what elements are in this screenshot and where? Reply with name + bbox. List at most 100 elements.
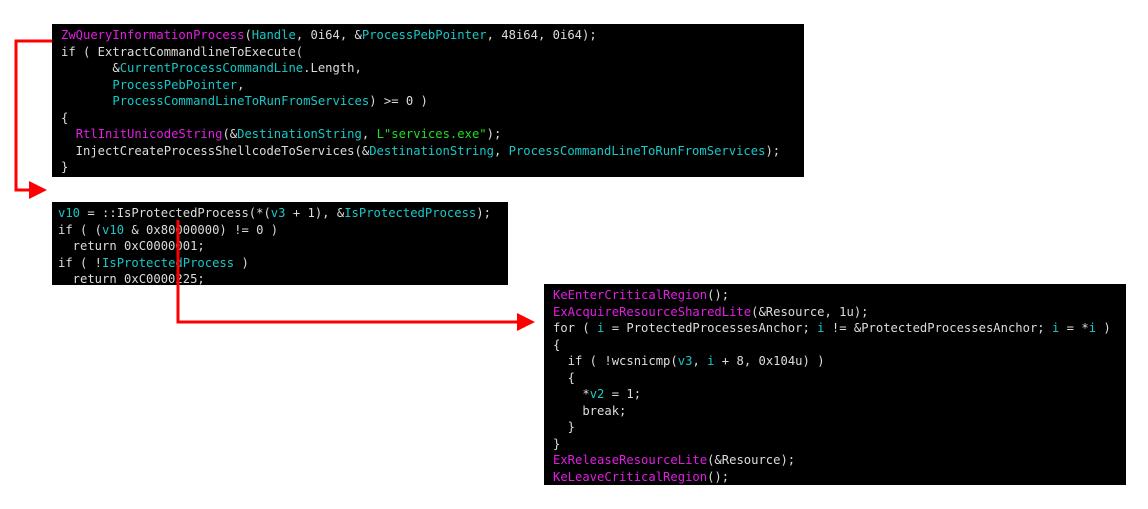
variable-token: i [597, 321, 605, 335]
code-line: return 0xC0000225; [58, 271, 508, 288]
code-text: { [61, 110, 69, 125]
variable-token: DestinationString [237, 127, 362, 141]
code-text: = ProtectedProcessesAnchor; [604, 321, 818, 335]
code-line: ZwQueryInformationProcess(Handle, 0i64, … [61, 27, 804, 44]
code-line: ExReleaseResourceLite(&Resource); [553, 452, 1126, 469]
code-line: { [61, 110, 804, 127]
code-text: ) [234, 255, 249, 270]
variable-token: v3 [677, 354, 693, 368]
variable-token: i [1088, 321, 1097, 335]
code-line: } [553, 436, 1126, 453]
code-text: = * [1059, 321, 1089, 335]
code-snippet-inject: ZwQueryInformationProcess(Handle, 0i64, … [52, 24, 804, 177]
function-token: ZwQueryInformationProcess [61, 28, 245, 42]
code-line: &CurrentProcessCommandLine.Length, [61, 60, 804, 77]
code-text: (& [222, 127, 238, 141]
code-text: InjectCreateProcessShellcodeToServices(& [61, 143, 370, 158]
code-text: ( [244, 28, 252, 42]
code-text: if ( ExtractCommandlineToExecute( [61, 44, 304, 59]
code-line: KeLeaveCriticalRegion(); [553, 469, 1126, 486]
variable-token: i [707, 354, 715, 368]
variable-token: ProcessCommandLineToRunFromServices [112, 94, 370, 108]
code-text: + 1), & [285, 206, 345, 220]
code-text: (&Resource, 1u); [751, 304, 869, 319]
code-text: , 0i64, & [295, 28, 362, 42]
code-line: if ( !IsProtectedProcess ) [58, 255, 508, 272]
code-text: ); [765, 143, 781, 158]
arrow-inject-to-is-protected [14, 39, 52, 199]
code-snippet-is-protected: v10 = ::IsProtectedProcess(*(v3 + 1), &I… [52, 202, 508, 288]
variable-token: IsProtectedProcess [344, 206, 477, 220]
variable-token: CurrentProcessCommandLine [119, 61, 304, 75]
code-text: } [61, 160, 69, 174]
code-text: (); [707, 469, 730, 484]
code-line: ProcessCommandLineToRunFromServices) >= … [61, 93, 804, 110]
code-line: if ( ExtractCommandlineToExecute( [61, 44, 804, 61]
code-text: ); [476, 206, 491, 220]
code-text: = ::IsProtectedProcess(*( [80, 206, 271, 220]
code-text: , [237, 77, 245, 92]
code-text: for ( [553, 321, 598, 335]
code-text: return 0xC0000225; [58, 272, 205, 286]
function-token: KeEnterCriticalRegion [553, 288, 708, 302]
variable-token: i [1051, 321, 1060, 335]
code-text: { [553, 337, 561, 352]
code-line: { [553, 370, 1126, 387]
function-token: KeLeaveCriticalRegion [553, 469, 708, 484]
code-line: return 0xC0000001; [58, 238, 508, 255]
code-snippet-protected-list: KeEnterCriticalRegion();ExAcquireResourc… [544, 284, 1126, 485]
code-text: if ( ( [58, 222, 103, 237]
code-text: * [553, 387, 590, 401]
code-text: = 1; [604, 387, 642, 401]
code-text: if ( ! [58, 255, 103, 270]
variable-token: v10 [58, 206, 81, 220]
arrow-is-protected-to-list [176, 220, 535, 331]
code-text: break; [553, 403, 627, 418]
code-text: (); [707, 288, 730, 302]
code-line: v10 = ::IsProtectedProcess(*(v3 + 1), &I… [58, 205, 508, 222]
code-text: , [692, 354, 708, 368]
function-token: ExAcquireResourceSharedLite [553, 304, 752, 319]
variable-token: v2 [589, 387, 605, 401]
code-text: , [493, 143, 509, 158]
code-line: for ( i = ProtectedProcessesAnchor; i !=… [553, 320, 1126, 337]
code-text: { [553, 370, 576, 385]
code-line: { [553, 337, 1126, 354]
code-text: , [361, 127, 377, 141]
code-line: break; [553, 403, 1126, 420]
code-text: return 0xC0000001; [58, 239, 205, 253]
code-text: .Length, [303, 61, 362, 75]
code-text: != &ProtectedProcessesAnchor; [824, 321, 1052, 335]
code-line: *v2 = 1; [553, 386, 1126, 403]
code-line: InjectCreateProcessShellcodeToServices(&… [61, 143, 804, 160]
variable-token: ProcessPebPointer [112, 77, 238, 92]
code-text: } [553, 420, 576, 434]
code-text: & [61, 61, 120, 75]
code-line: if ( (v10 & 0x80000000) != 0 ) [58, 222, 508, 239]
variable-token: i [817, 321, 825, 335]
code-text: ) >= 0 ) [369, 94, 428, 108]
variable-token: ProcessCommandLineToRunFromServices [508, 143, 766, 158]
variable-token: IsProtectedProcess [102, 255, 235, 270]
code-text: if ( !wcsnicmp( [553, 354, 678, 368]
code-text: , 48i64, 0i64); [486, 28, 597, 42]
variable-token: v3 [270, 206, 286, 220]
code-text: (&Resource); [707, 453, 796, 467]
string-token: L"services.exe" [376, 127, 487, 141]
code-line: } [553, 419, 1126, 436]
code-line: ProcessPebPointer, [61, 77, 804, 94]
code-text: ) [1096, 321, 1111, 335]
function-token: RtlInitUnicodeString [75, 127, 223, 141]
code-line: RtlInitUnicodeString(&DestinationString,… [61, 126, 804, 143]
variable-token: DestinationString [369, 143, 494, 158]
variable-token: Handle [251, 28, 296, 42]
code-text: } [553, 436, 561, 451]
function-token: ExReleaseResourceLite [553, 453, 708, 467]
code-line: ExAcquireResourceSharedLite(&Resource, 1… [553, 304, 1126, 321]
code-text: & 0x80000000) != 0 ) [124, 222, 279, 237]
variable-token: v10 [102, 222, 125, 237]
code-line: } [61, 159, 804, 176]
code-text: ); [486, 127, 502, 141]
code-text: + 8, 0x104u) ) [714, 354, 825, 368]
